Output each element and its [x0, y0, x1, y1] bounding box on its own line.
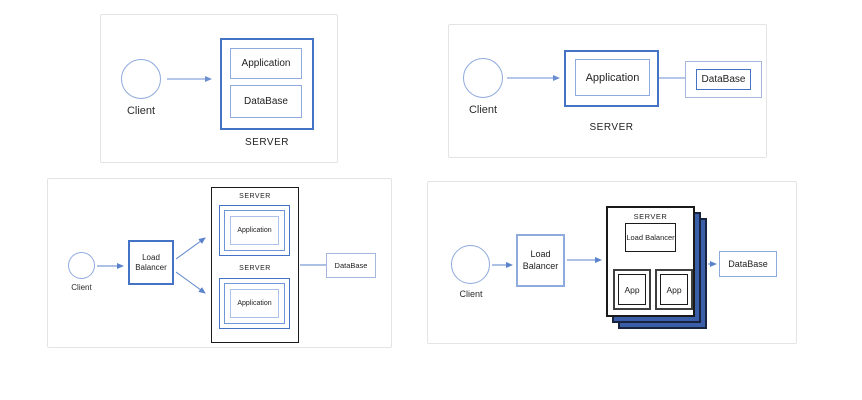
client-circle: [68, 252, 95, 279]
client-label: Client: [468, 104, 498, 116]
server-box: Application DataBase: [220, 38, 314, 130]
database-box: DataBase: [230, 85, 302, 118]
app2-box: App: [655, 269, 693, 310]
servers-container-box: SERVER Application SERVER Application: [211, 187, 299, 343]
load-balancer-box: Load Balancer: [128, 240, 174, 285]
server-box: Application: [564, 50, 659, 107]
application-box: Application: [230, 216, 279, 245]
inner-load-balancer-box: Load Balancer: [625, 223, 676, 252]
application-box: Application: [230, 289, 279, 318]
server2-title: SERVER: [239, 265, 271, 272]
diagram-card-single-server: Client Application DataBase SERVER: [100, 14, 338, 163]
server1-inner-ring: Application: [224, 210, 285, 251]
server-title: SERVER: [589, 122, 634, 133]
client-label: Client: [71, 283, 92, 292]
load-balancer-box: Load Balancer: [516, 234, 565, 287]
server2-box: Application: [219, 278, 290, 329]
client-label: Client: [459, 289, 483, 299]
server1-box: Application: [219, 205, 290, 256]
server-title: SERVER: [633, 212, 668, 221]
client-circle: [451, 245, 490, 284]
diagram-card-separated-database: Client Application SERVER DataBase: [448, 24, 767, 158]
database-box: DataBase: [326, 253, 376, 278]
app1-box: App: [613, 269, 651, 310]
diagram-card-load-balanced: Client Load Balancer SERVER Application …: [47, 178, 392, 348]
application-box: Application: [230, 48, 302, 79]
diagram-card-scaled-stack: Client Load Balancer SERVER Load Balance…: [427, 181, 797, 344]
database-group-box: DataBase: [685, 61, 762, 98]
server-title: SERVER: [245, 137, 289, 148]
server1-title: SERVER: [239, 193, 271, 200]
client-label: Client: [126, 105, 156, 117]
client-circle: [121, 59, 161, 99]
database-box: DataBase: [719, 251, 777, 277]
app1-label: App: [618, 274, 646, 305]
server2-inner-ring: Application: [224, 283, 285, 324]
application-box: Application: [575, 59, 650, 96]
server-box: SERVER Load Balancer App App: [606, 206, 695, 317]
app2-label: App: [660, 274, 688, 305]
client-circle: [463, 58, 503, 98]
database-box: DataBase: [696, 69, 751, 90]
